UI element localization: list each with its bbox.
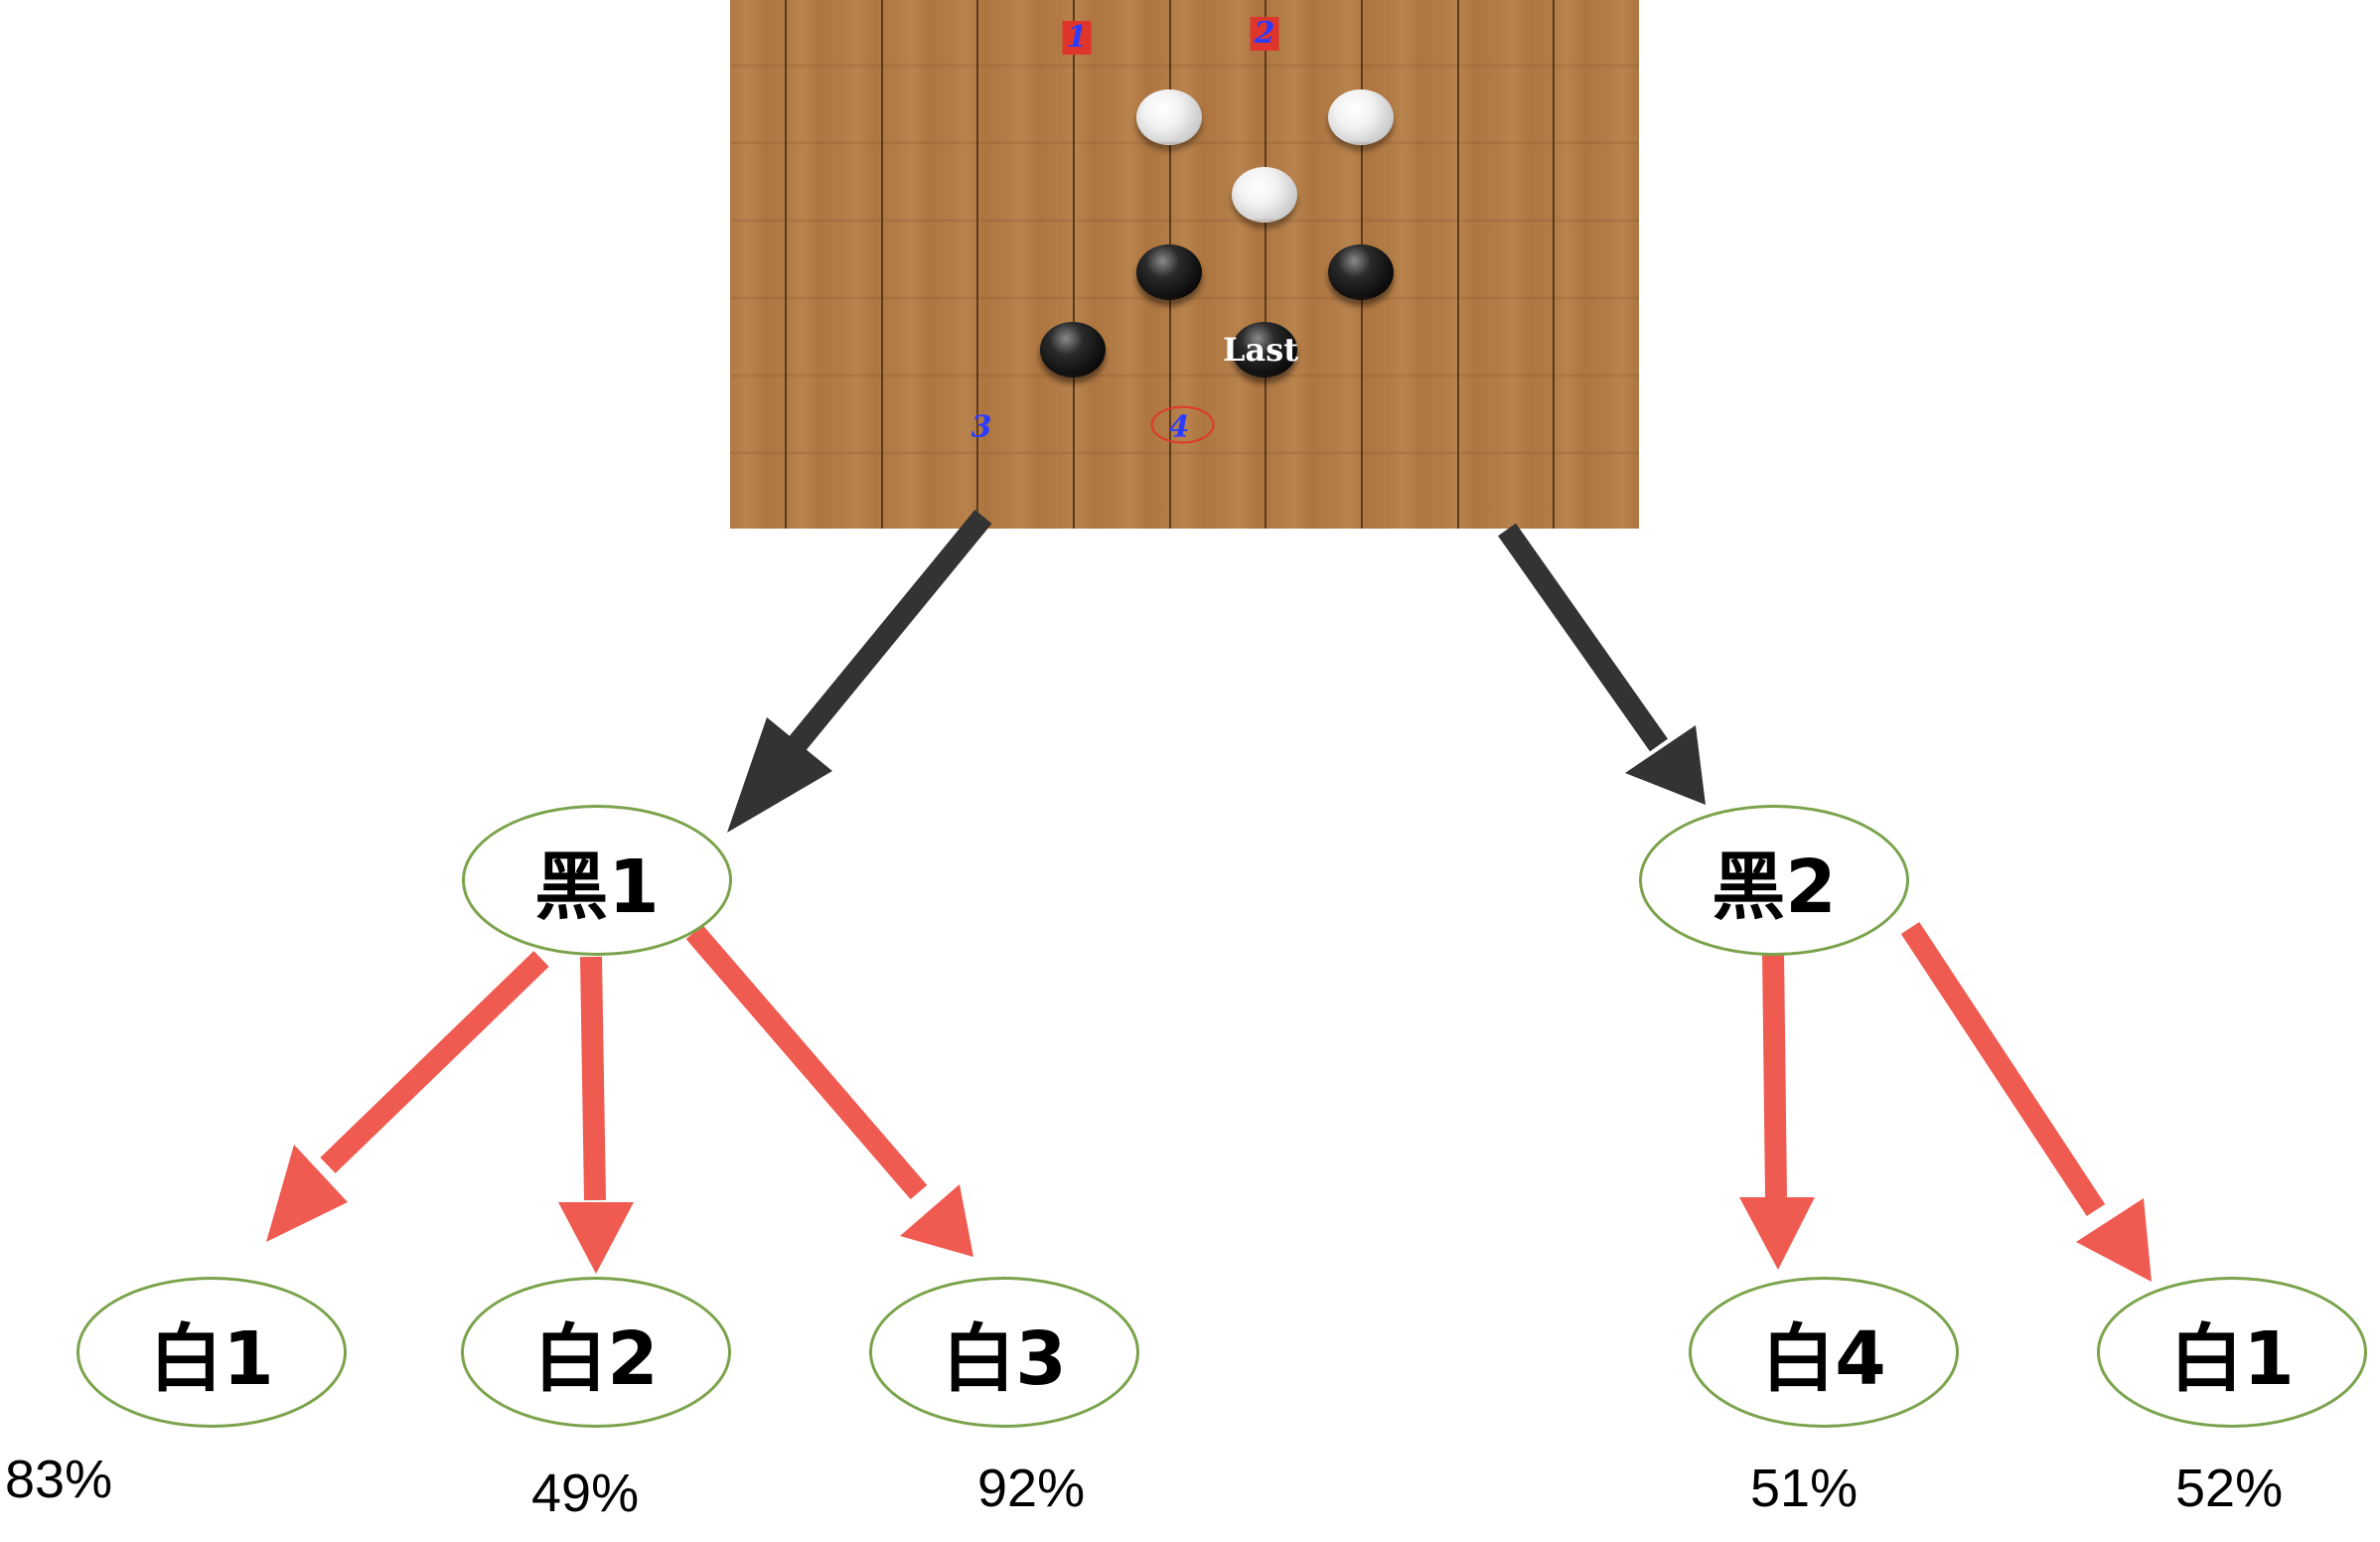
win-rate-white-1b: 52% [2175, 1459, 2284, 1518]
board-line [1264, 0, 1266, 529]
arrowhead-black2-white4 [1739, 1197, 1815, 1270]
white-stone [1136, 89, 1202, 145]
candidate-mark-3: 3 [970, 409, 992, 445]
edge-black1-white1 [320, 951, 549, 1173]
win-rate-white-2: 49% [531, 1464, 640, 1523]
board-line [1073, 0, 1075, 529]
arrowhead-black1-white3 [900, 1184, 973, 1257]
edge-black1-white3 [685, 924, 928, 1200]
edge-black2-white1b [1900, 921, 2106, 1217]
node-white-3: 白3 [869, 1277, 1139, 1428]
node-white-1b: 白1 [2097, 1277, 2367, 1428]
board-line [881, 0, 883, 529]
node-white-1: 白1 [76, 1277, 347, 1428]
edge-board-black2 [1498, 523, 1668, 752]
board-line [1457, 0, 1459, 529]
black-stone [1136, 244, 1202, 300]
win-rate-white-1: 83% [5, 1450, 113, 1509]
win-rate-white-3: 92% [977, 1459, 1086, 1518]
black-stone [1328, 244, 1394, 300]
arrowhead-board-black1 [727, 717, 832, 833]
node-white-4: 白4 [1689, 1277, 1959, 1428]
node-black-2: 黑2 [1639, 805, 1909, 956]
candidate-mark-1: 1 [1062, 21, 1092, 55]
board-line [785, 0, 787, 529]
arrowhead-black2-white1b [2076, 1198, 2152, 1282]
arrowhead-black1-white1 [266, 1145, 348, 1242]
edge-black1-white2 [580, 956, 606, 1201]
arrowhead-black1-white2 [558, 1202, 634, 1274]
node-white-2: 白2 [461, 1277, 731, 1428]
win-rate-white-4: 51% [1750, 1459, 1859, 1518]
edge-board-black1 [776, 510, 992, 766]
edge-black2-white4 [1762, 948, 1787, 1198]
board-line [1553, 0, 1555, 529]
last-move-label: Last [1222, 331, 1299, 369]
white-stone [1232, 167, 1297, 223]
node-black-1: 黑1 [462, 805, 732, 956]
candidate-mark-4: 4 [1150, 405, 1215, 445]
black-stone-last [1232, 322, 1297, 378]
arrowhead-board-black2 [1625, 725, 1706, 805]
candidate-mark-2: 2 [1250, 17, 1279, 51]
board-line [976, 0, 978, 529]
go-board: Last 1 2 3 4 [730, 0, 1639, 529]
black-stone [1040, 322, 1106, 378]
white-stone [1328, 89, 1394, 145]
